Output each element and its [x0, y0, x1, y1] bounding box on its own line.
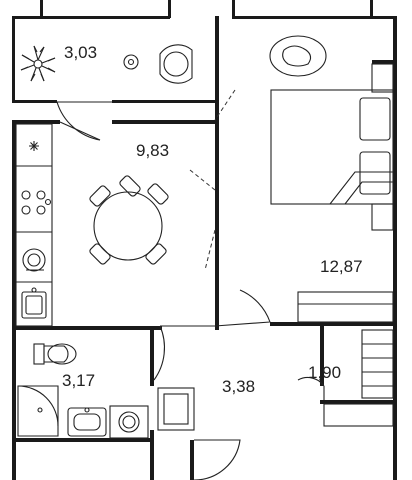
bedroom-furniture — [269, 35, 394, 323]
storage-area-label: 1,90 — [308, 363, 341, 382]
sink-icon — [21, 287, 47, 319]
doors — [56, 89, 325, 480]
dining-table-icon — [89, 175, 169, 265]
storage-shelves — [323, 329, 394, 427]
balcony-area-label: 3,03 — [64, 43, 97, 62]
hallway-area-label: 3,38 — [222, 377, 255, 396]
bed-icon — [270, 63, 394, 231]
bathroom-furniture — [17, 343, 149, 439]
shower-icon — [17, 385, 59, 437]
balcony-furniture — [20, 44, 193, 84]
hallway-furniture — [157, 387, 195, 431]
kitchen-area-label: 9,83 — [136, 141, 169, 160]
washer-icon — [109, 405, 149, 439]
walls — [12, 0, 397, 480]
wardrobe-icon — [297, 291, 394, 323]
bedroom-area-label: 12,87 — [320, 257, 363, 276]
plant-icon — [20, 45, 56, 82]
side-table-icon — [123, 54, 139, 70]
stove-icon — [21, 190, 52, 215]
toilet-icon — [33, 343, 77, 365]
pouf-icon — [269, 35, 327, 77]
bathroom-area-label: 3,17 — [62, 371, 95, 390]
cabinet-icon — [157, 387, 195, 431]
washbasin-icon — [67, 407, 107, 437]
kitchen-furniture — [15, 123, 169, 327]
light-sparkle-icon — [29, 141, 39, 151]
armchair-icon — [159, 44, 193, 84]
washing-machine-icon — [22, 248, 46, 272]
